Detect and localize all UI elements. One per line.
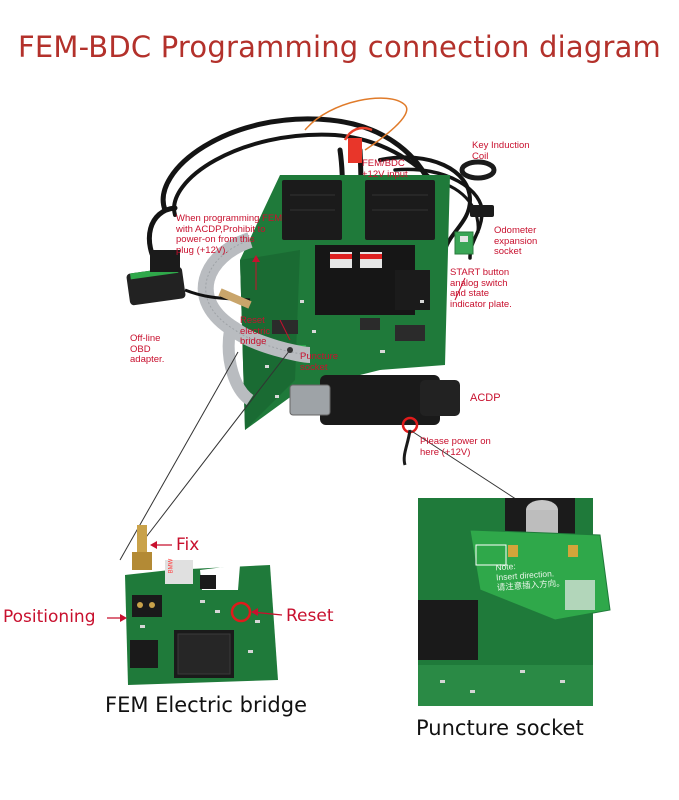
key-coil-label: Key Induction Coil bbox=[472, 140, 530, 162]
socket-detail-photo bbox=[418, 498, 611, 706]
callout-line-bridge bbox=[139, 349, 291, 546]
reset-label: Reset bbox=[286, 606, 334, 626]
orange-wire bbox=[304, 97, 408, 151]
bridge-caption: FEM Electric bridge bbox=[105, 693, 308, 717]
callout-line-socket bbox=[409, 429, 526, 506]
diagram-title: FEM-BDC Programming connection diagram bbox=[17, 30, 661, 64]
power-here-label: Please power on here (+12V) bbox=[420, 436, 491, 458]
fem-bdc-input-label: FEM/BDC +12V input bbox=[362, 158, 408, 180]
chip-mark: BMW bbox=[168, 558, 175, 574]
warning-label: When programming FEM with ACDP,Prohibit … bbox=[176, 213, 283, 256]
socket-caption: Puncture socket bbox=[416, 716, 584, 740]
reset-marker bbox=[230, 601, 252, 623]
insert-direction-note: Note: Insert direction. 请注意插入方向。 bbox=[495, 560, 565, 593]
key-coil bbox=[459, 159, 497, 181]
start-button-label: START button analog switch and state ind… bbox=[450, 267, 512, 310]
puncture-socket-small-label: Puncture socket bbox=[300, 351, 339, 373]
odometer-socket bbox=[454, 231, 474, 255]
power-input-plug bbox=[348, 138, 362, 163]
acdp-device bbox=[320, 375, 440, 425]
fix-label: Fix bbox=[176, 535, 200, 555]
bridge-detail-photo bbox=[125, 525, 278, 685]
positioning-label: Positioning bbox=[3, 607, 96, 627]
offline-obd-label: Off-line OBD adapter. bbox=[130, 333, 165, 365]
acdp-label: ACDP bbox=[470, 392, 501, 404]
reset-bridge-label: Reset electric bridge bbox=[240, 315, 271, 347]
odometer-label: Odometer expansion socket bbox=[494, 225, 538, 257]
